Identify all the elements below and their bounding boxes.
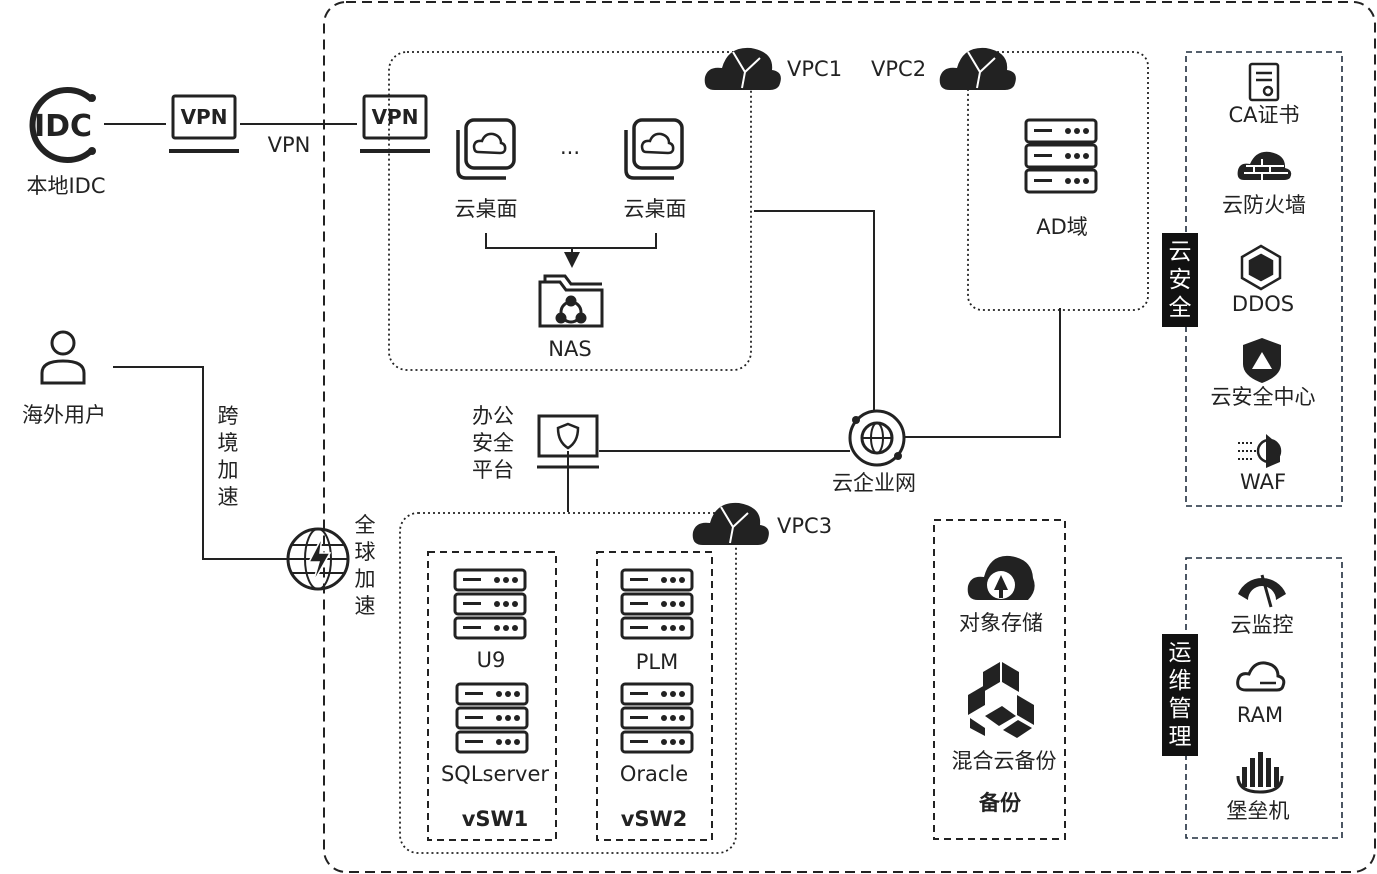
ops-boundary xyxy=(1185,557,1343,839)
plm-label: PLM xyxy=(635,650,679,674)
vpc1-label: VPC1 xyxy=(787,57,843,81)
cloud-desktop-icon-a xyxy=(456,118,516,180)
ops-item-bastion: 堡垒机 xyxy=(1226,799,1290,823)
plm-server-icon xyxy=(620,568,694,640)
backup-boundary xyxy=(933,519,1066,840)
cloud-monitor-icon xyxy=(1238,574,1286,608)
desktop-ellipsis: ... xyxy=(559,135,581,159)
oracle-server-icon xyxy=(620,682,694,754)
ad-server-icon xyxy=(1024,118,1098,194)
hybrid-backup-label: 混合云备份 xyxy=(951,749,1057,773)
vpc3-label: VPC3 xyxy=(777,514,833,538)
vpn-line-label: VPN xyxy=(267,133,311,157)
global-acceleration-icon xyxy=(286,527,350,591)
bastion-host-icon xyxy=(1236,752,1284,794)
security-item-ddos: DDOS xyxy=(1231,292,1295,316)
vsw1-label: vSW1 xyxy=(461,807,529,831)
cloud-desktop-a-label: 云桌面 xyxy=(454,197,518,221)
ops-item-ram: RAM xyxy=(1236,703,1284,727)
nas-icon xyxy=(538,274,604,328)
ddos-protection-icon xyxy=(1240,244,1282,291)
security-item-waf: WAF xyxy=(1239,470,1287,494)
vpn-box-text-onprem: VPN xyxy=(181,105,228,129)
office-security-icon xyxy=(537,414,599,469)
cloud-enterprise-network-icon xyxy=(848,409,906,467)
vsw2-boundary xyxy=(596,551,713,841)
vsw1-boundary xyxy=(427,551,557,841)
vpc3-cloud-icon xyxy=(692,502,769,545)
cen-label: 云企业网 xyxy=(832,471,916,495)
ops-item-monitor: 云监控 xyxy=(1230,613,1294,637)
vpn-gateway-onprem-icon: VPN xyxy=(169,94,239,153)
object-storage-icon xyxy=(967,555,1035,600)
waf-icon xyxy=(1238,434,1282,468)
vpn-gateway-cloud-icon: VPN xyxy=(360,94,430,153)
oracle-label: Oracle xyxy=(619,762,689,786)
cloud-desktop-b-label: 云桌面 xyxy=(623,197,687,221)
hybrid-backup-icon xyxy=(968,662,1034,738)
ad-domain-label: AD域 xyxy=(1036,215,1088,239)
security-item-firewall: 云防火墙 xyxy=(1222,193,1306,217)
vpc1-cloud-icon xyxy=(704,47,781,90)
cross-border-label: 跨境加速 xyxy=(217,404,239,509)
connectors xyxy=(104,123,1061,560)
vpc3-boundary xyxy=(399,512,737,854)
idc-label: 本地IDC xyxy=(26,174,106,198)
vpc1-boundary xyxy=(388,51,752,371)
cloud-desktop-icon-b xyxy=(624,118,684,180)
vpc2-label: VPC2 xyxy=(871,57,927,81)
office-security-label: 办公安全平台 xyxy=(472,404,514,482)
vpc2-cloud-icon xyxy=(939,47,1016,90)
ram-icon xyxy=(1236,661,1286,692)
u9-server-icon xyxy=(453,568,527,640)
cloud-security-center-icon xyxy=(1243,338,1281,383)
user-icon xyxy=(40,330,86,385)
security-item-center: 云安全中心 xyxy=(1210,385,1316,409)
sqlserver-server-icon xyxy=(455,682,529,754)
nas-label: NAS xyxy=(548,337,592,361)
security-item-ca: CA证书 xyxy=(1228,103,1300,127)
cloud-region-boundary xyxy=(323,1,1376,873)
ops-title-badge: 运维管理 xyxy=(1162,634,1198,756)
object-storage-label: 对象存储 xyxy=(959,611,1043,635)
overseas-user-label: 海外用户 xyxy=(22,403,106,427)
global-acceleration-label: 全球加速 xyxy=(354,513,376,618)
backup-title: 备份 xyxy=(979,791,1021,815)
sqlserver-label: SQLserver xyxy=(440,762,550,786)
security-title-badge: 云安全 xyxy=(1162,233,1198,327)
ca-certificate-icon xyxy=(1248,62,1280,102)
vpc2-boundary xyxy=(967,51,1149,311)
cloud-firewall-icon xyxy=(1237,151,1292,180)
idc-logo-icon: IDC xyxy=(29,87,96,163)
vpn-box-text-cloud: VPN xyxy=(372,105,419,129)
u9-label: U9 xyxy=(476,648,506,672)
vsw2-label: vSW2 xyxy=(620,807,688,831)
idc-logo-text: IDC xyxy=(34,109,92,144)
